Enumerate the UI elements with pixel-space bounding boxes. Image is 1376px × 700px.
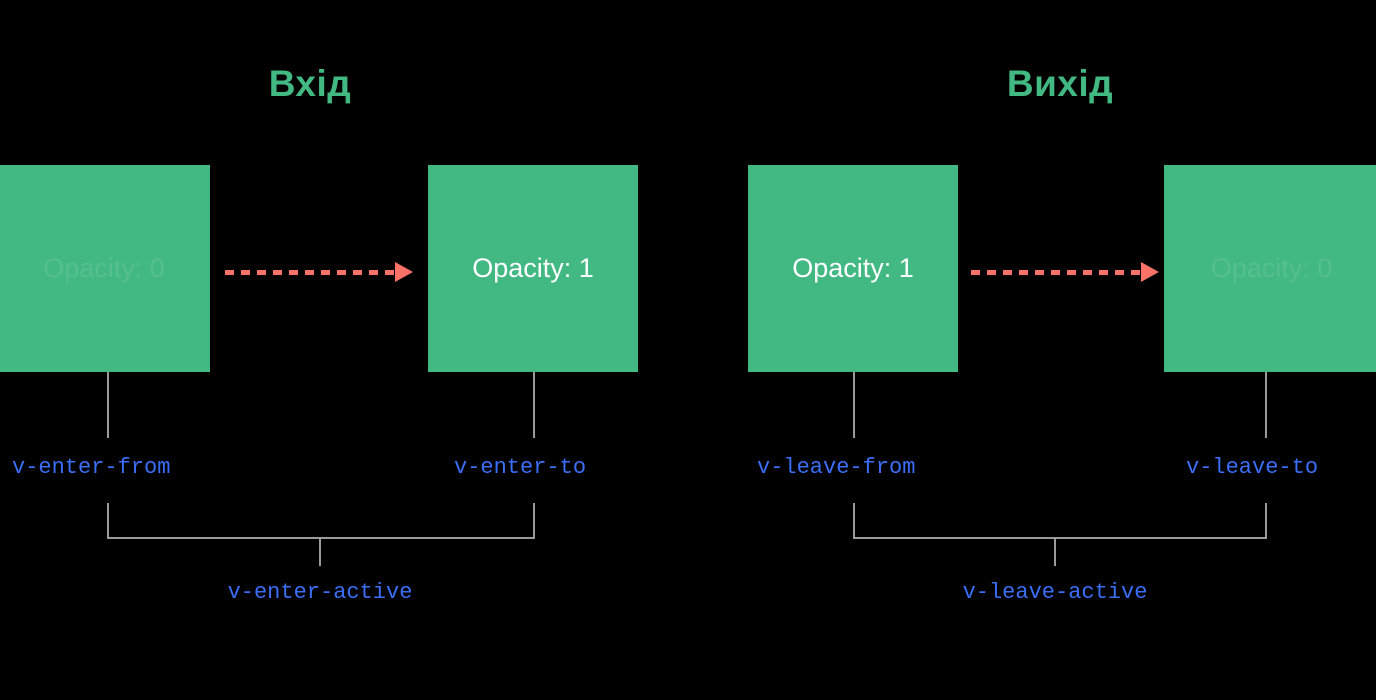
enter-arrow-shaft bbox=[225, 270, 395, 275]
enter-transition-arrow bbox=[225, 262, 413, 282]
leave-to-box-label: Opacity: 0 bbox=[1210, 253, 1333, 283]
leave-from-box: Opacity: 1 bbox=[748, 165, 958, 372]
leave-bracket-bar bbox=[853, 537, 1267, 539]
leave-bracket-right-arm bbox=[1265, 503, 1267, 539]
leave-to-box: Opacity: 0 bbox=[1164, 165, 1376, 372]
enter-bracket-right-arm bbox=[533, 503, 535, 539]
section-title-enter: Вхід bbox=[268, 63, 352, 104]
leave-bracket-stem bbox=[1054, 537, 1056, 566]
enter-from-tick bbox=[107, 372, 109, 438]
enter-from-label: v-enter-from bbox=[12, 455, 171, 480]
enter-arrow-head bbox=[395, 262, 413, 282]
leave-to-tick bbox=[1265, 372, 1267, 438]
enter-to-box-label: Opacity: 1 bbox=[472, 253, 594, 283]
enter-to-tick bbox=[533, 372, 535, 438]
leave-from-tick bbox=[853, 372, 855, 438]
enter-bracket-stem bbox=[319, 537, 321, 566]
leave-bracket-left-arm bbox=[853, 503, 855, 539]
enter-bracket-bar bbox=[107, 537, 535, 539]
enter-to-label: v-enter-to bbox=[454, 455, 587, 480]
leave-to-label: v-leave-to bbox=[1186, 455, 1319, 480]
leave-active-label: v-leave-active bbox=[962, 580, 1148, 605]
enter-from-box: Opacity: 0 bbox=[0, 165, 210, 372]
enter-from-box-label: Opacity: 0 bbox=[43, 253, 165, 283]
leave-arrow-head bbox=[1141, 262, 1159, 282]
leave-transition-arrow bbox=[971, 262, 1159, 282]
enter-bracket-left-arm bbox=[107, 503, 109, 539]
leave-from-label: v-leave-from bbox=[757, 455, 916, 480]
leave-arrow-shaft bbox=[971, 270, 1141, 275]
enter-active-label: v-enter-active bbox=[227, 580, 413, 605]
enter-to-box: Opacity: 1 bbox=[428, 165, 638, 372]
leave-from-box-label: Opacity: 1 bbox=[792, 253, 914, 283]
section-title-leave: Вихід bbox=[1006, 63, 1114, 104]
